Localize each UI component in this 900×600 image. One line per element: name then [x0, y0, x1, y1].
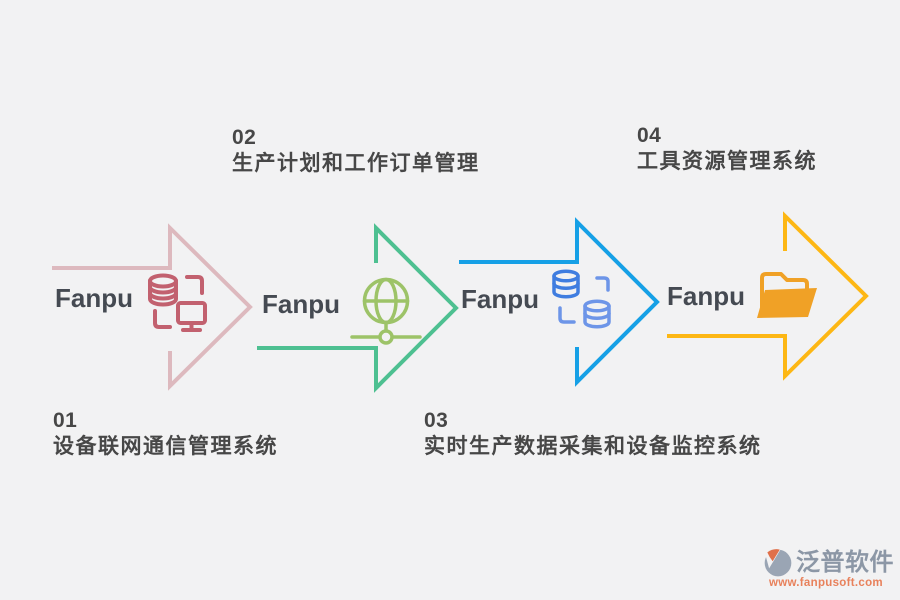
arrow-step-03 — [459, 217, 660, 387]
brand-label-4: Fanpu — [667, 281, 745, 311]
brand-label-3: Fanpu — [461, 284, 539, 314]
fanpu-logo-icon — [763, 547, 792, 577]
open-folder-icon — [757, 272, 817, 318]
watermark: 泛普软件 www.fanpusoft.com — [762, 547, 900, 590]
step-number: 03 — [424, 409, 449, 432]
step-number: 01 — [53, 409, 78, 432]
watermark-website-url: www.fanpusoft.com — [769, 577, 883, 589]
step-label-01: 01 设备联网通信管理系统 — [53, 408, 278, 460]
arrow-step-04 — [667, 211, 869, 381]
step-title: 工具资源管理系统 — [637, 150, 817, 173]
step-number: 04 — [637, 124, 662, 147]
step-number: 02 — [232, 126, 257, 149]
watermark-brand-name: 泛普软件 — [796, 549, 894, 576]
step-title: 实时生产数据采集和设备监控系统 — [424, 435, 762, 458]
network-globe-icon — [350, 277, 422, 345]
arrow-step-02 — [257, 223, 459, 393]
step-title: 生产计划和工作订单管理 — [232, 152, 480, 175]
step-label-02: 02 生产计划和工作订单管理 — [232, 125, 480, 177]
database-monitor-icon — [148, 273, 207, 332]
databases-sync-icon — [552, 269, 611, 329]
brand-label-1: Fanpu — [55, 283, 133, 313]
arrow-step-01 — [52, 223, 253, 391]
step-label-03: 03 实时生产数据采集和设备监控系统 — [424, 408, 762, 460]
step-label-04: 04 工具资源管理系统 — [637, 123, 817, 175]
step-title: 设备联网通信管理系统 — [53, 435, 278, 458]
brand-label-2: Fanpu — [262, 289, 340, 319]
